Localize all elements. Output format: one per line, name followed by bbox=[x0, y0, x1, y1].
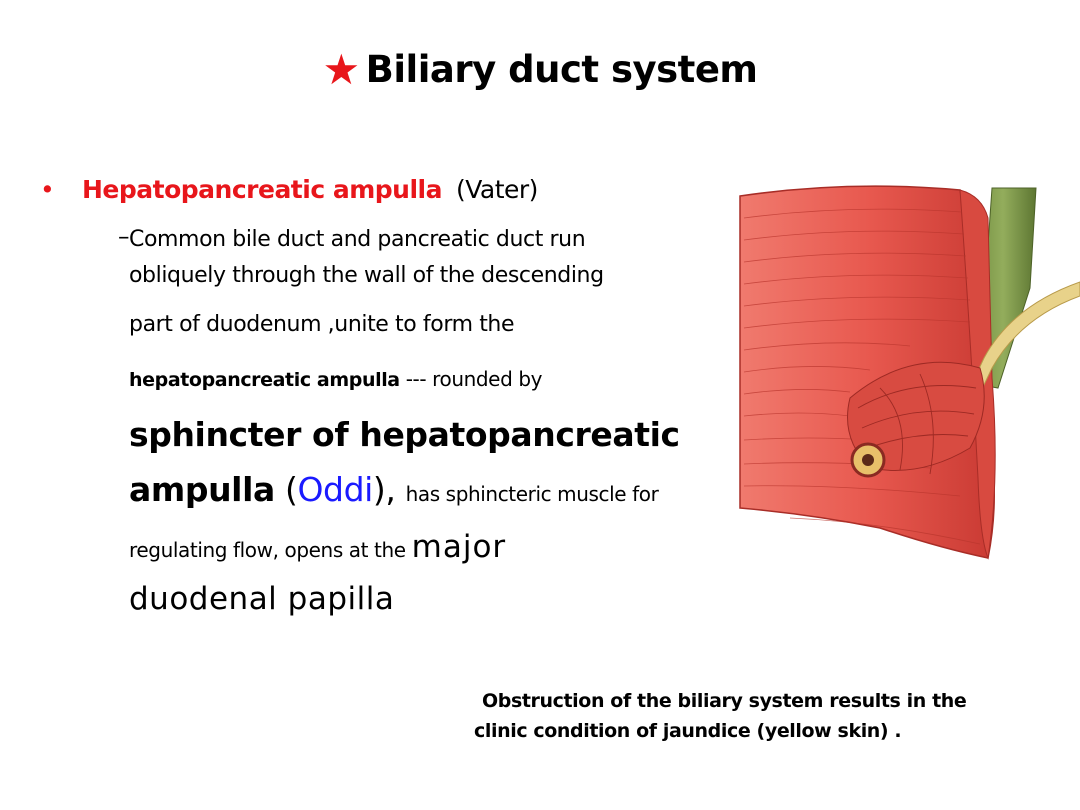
rounded-by-text: --- rounded by bbox=[399, 367, 543, 391]
sub-line-4: hepatopancreatic ampulla --- rounded by bbox=[129, 352, 738, 407]
bullet-paren: (Vater) bbox=[455, 175, 538, 204]
slide-title: ★Biliary duct system bbox=[0, 44, 1080, 96]
sub-line-2: obliquely through the wall of the descen… bbox=[129, 263, 604, 288]
sphincteric-text: has sphincteric muscle for bbox=[405, 482, 659, 506]
ampulla-term: hepatopancreatic ampulla bbox=[129, 369, 400, 391]
major-word: major bbox=[411, 529, 507, 565]
sub-line-7: regulating flow, opens at the major bbox=[129, 521, 738, 576]
sub-bullet: – Common bile duct and pancreatic duct r… bbox=[118, 222, 738, 622]
paren-close: ), bbox=[372, 470, 406, 509]
duodenum-illustration bbox=[739, 185, 1080, 560]
bullet-item: • Hepatopancreatic ampulla (Vater) bbox=[40, 168, 740, 212]
bullet-term: Hepatopancreatic ampulla bbox=[82, 175, 442, 204]
sub-bullet-body: Common bile duct and pancreatic duct run… bbox=[129, 222, 738, 622]
star-icon: ★ bbox=[322, 45, 361, 94]
title-text: Biliary duct system bbox=[365, 48, 758, 91]
sub-line-5: sphincter of hepatopancreatic bbox=[129, 415, 680, 454]
sub-line-1: Common bile duct and pancreatic duct run bbox=[129, 227, 586, 252]
sub-bullet-dash: – bbox=[118, 224, 130, 250]
sphincter-fibers bbox=[857, 373, 977, 475]
note-line-1: Obstruction of the biliary system result… bbox=[482, 690, 967, 712]
ampulla-word: ampulla bbox=[129, 470, 275, 509]
regulating-text: regulating flow, opens at the bbox=[129, 538, 412, 562]
oddi-name: Oddi bbox=[297, 470, 373, 509]
note-line-2: clinic condition of jaundice (yellow ski… bbox=[474, 720, 902, 742]
jaundice-note: Obstruction of the biliary system result… bbox=[474, 686, 1054, 746]
bullet-marker: • bbox=[40, 175, 55, 204]
sub-line-3: part of duodenum ,unite to form the bbox=[129, 312, 515, 337]
sub-line-8: duodenal papilla bbox=[129, 581, 395, 617]
sub-line-6: ampulla (Oddi), has sphincteric muscle f… bbox=[129, 463, 738, 521]
paren-open: ( bbox=[274, 470, 298, 509]
